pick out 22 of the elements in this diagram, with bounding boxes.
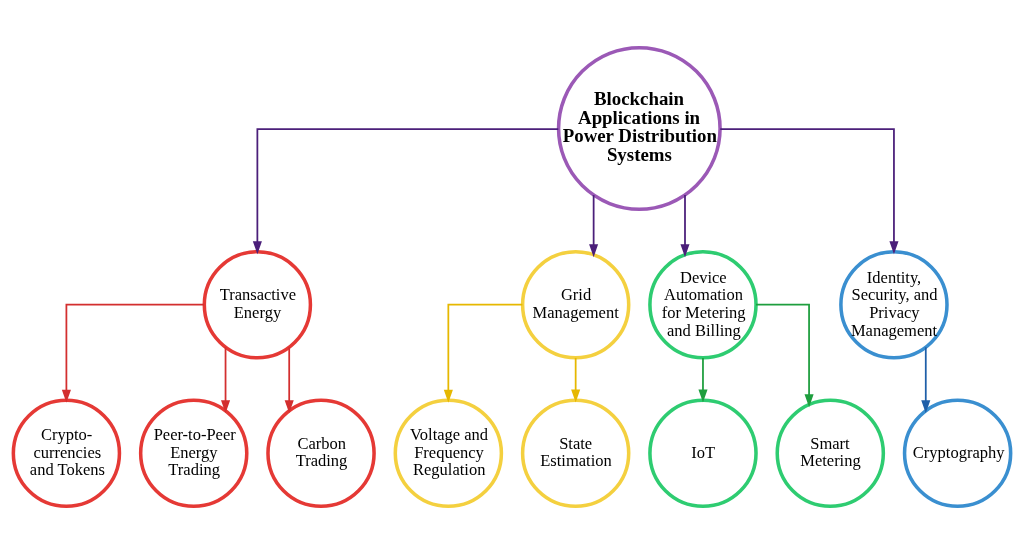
arrow xyxy=(680,194,690,258)
arrow xyxy=(61,303,206,403)
arrow xyxy=(252,128,560,255)
arrow xyxy=(589,194,599,258)
arrow xyxy=(921,346,931,414)
arrow xyxy=(719,128,899,255)
node-circle: Transactive Energy xyxy=(202,249,313,360)
arrow xyxy=(284,346,294,414)
node-circle: Blockchain Applications in Power Distribution Systems xyxy=(556,45,722,211)
node-circle: Crypto- currencies and Tokens xyxy=(11,398,122,509)
node-circle: State Estimation xyxy=(520,398,631,509)
arrow xyxy=(755,303,814,408)
node-circle: Voltage and Frequency Regulation xyxy=(393,398,504,509)
node-circle: Grid Management xyxy=(520,249,631,360)
arrow xyxy=(443,303,524,403)
node-circle: Identity, Security, and Privacy Management xyxy=(839,249,949,360)
node-circle: Device Automation for Metering and Billing xyxy=(648,249,758,360)
arrow xyxy=(571,357,581,403)
node-circle: IoT xyxy=(648,398,758,509)
arrow xyxy=(221,346,231,414)
node-circle: Smart Metering xyxy=(775,398,886,509)
arrow xyxy=(698,357,708,403)
